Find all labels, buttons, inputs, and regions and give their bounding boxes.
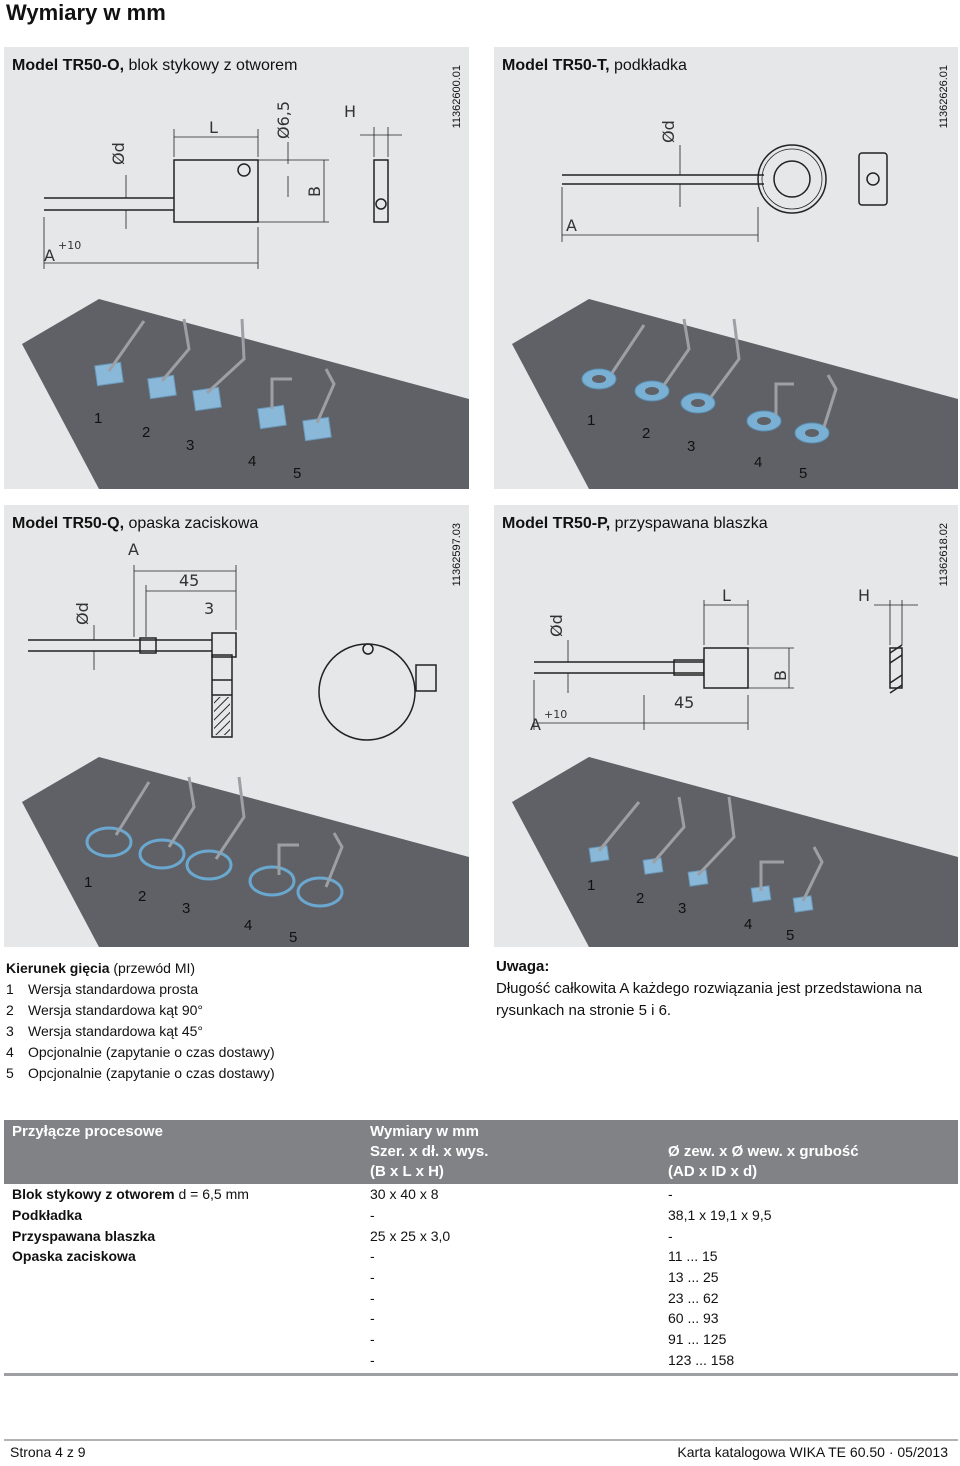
panel-title: Model TR50-T, podkładka [502, 57, 687, 74]
svg-text:A: A [128, 540, 139, 559]
panel-tr50-q: Model TR50-Q, opaska zaciskowa 11362597.… [4, 505, 469, 947]
svg-text:L: L [722, 586, 731, 605]
panel-title: Model TR50-P, przyspawana blaszka [502, 515, 768, 532]
svg-text:A: A [566, 216, 577, 235]
footer-document-ref: Karta katalogowa WIKA TE 60.50 · 05/2013 [677, 1444, 948, 1460]
table-row: -23 ... 62 [370, 1289, 719, 1306]
drawing-tr50-o: Ød L Ø6,5 H B A +10 [43, 101, 402, 269]
drawing-tr50-q: A Ød 45 3 [28, 540, 437, 741]
svg-text:A: A [44, 246, 55, 265]
footer-page-number: Strona 4 z 9 [10, 1444, 86, 1460]
panel-title: Model TR50-O, blok stykowy z otworem [12, 57, 298, 74]
render-plate [512, 757, 958, 947]
variant-numbers: 1 2 3 4 5 [84, 874, 298, 946]
drawing-tr50-p: Ød L H B A +10 45 [530, 586, 918, 734]
panel-tr50-p: Model TR50-P, przyspawana blaszka 113626… [494, 505, 958, 947]
render-plate [512, 299, 958, 489]
panel-tr50-t: Model TR50-T, podkładka 11362626.01 Ød A [494, 47, 958, 489]
header-washer-dimensions: Ø zew. x Ø wew. x grubość(AD x ID x d) [660, 1120, 958, 1184]
variant-numbers: 1 2 3 4 5 [587, 877, 795, 944]
table-row: -60 ... 93 [370, 1310, 719, 1327]
table-row: Opaska zaciskowa-11 ... 15 [12, 1248, 718, 1265]
svg-text:Ød: Ød [659, 120, 678, 143]
svg-text:B: B [305, 186, 324, 197]
svg-text:A: A [530, 715, 541, 734]
svg-text:Ø6,5: Ø6,5 [274, 101, 293, 139]
render-plate [22, 757, 469, 947]
header-connection: Przyłącze procesowe [4, 1120, 362, 1184]
note: Uwaga: Długość całkowita A każdego rozwi… [496, 956, 958, 1022]
svg-text:45: 45 [674, 693, 694, 712]
svg-text:Ød: Ød [109, 142, 128, 165]
render-plate [22, 299, 469, 489]
svg-text:Ød: Ød [547, 614, 566, 637]
svg-text:+10: +10 [58, 239, 81, 252]
note-text: Długość całkowita A każdego rozwiązania … [496, 980, 923, 1019]
variant-numbers: 1 2 3 4 5 [94, 410, 302, 482]
svg-text:L: L [209, 118, 218, 137]
svg-text:H: H [858, 586, 870, 605]
table-row: -91 ... 125 [370, 1331, 727, 1348]
svg-text:45: 45 [179, 571, 199, 590]
svg-text:+10: +10 [544, 708, 567, 721]
table-row: -13 ... 25 [370, 1269, 719, 1286]
svg-text:Ød: Ød [73, 602, 92, 625]
note-title: Uwaga: [496, 958, 550, 975]
footer-rule [4, 1439, 958, 1441]
page-title: Wymiary w mm [6, 0, 166, 25]
table-row: Podkładka-38,1 x 19,1 x 9,5 [12, 1207, 772, 1224]
table-bottom-rule [4, 1373, 958, 1376]
panel-title: Model TR50-Q, opaska zaciskowa [12, 515, 259, 532]
panel-tr50-o: Model TR50-O, blok stykowy z otworem 113… [4, 47, 469, 489]
drawing-tr50-t: Ød A [561, 120, 888, 242]
svg-text:B: B [771, 670, 790, 681]
variant-numbers: 1 2 3 4 5 [587, 412, 808, 482]
svg-text:3: 3 [204, 599, 214, 618]
svg-text:H: H [344, 102, 356, 121]
legend-title: Kierunek gięcia (przewód MI) [6, 960, 196, 976]
table-row: -123 ... 158 [370, 1351, 735, 1368]
